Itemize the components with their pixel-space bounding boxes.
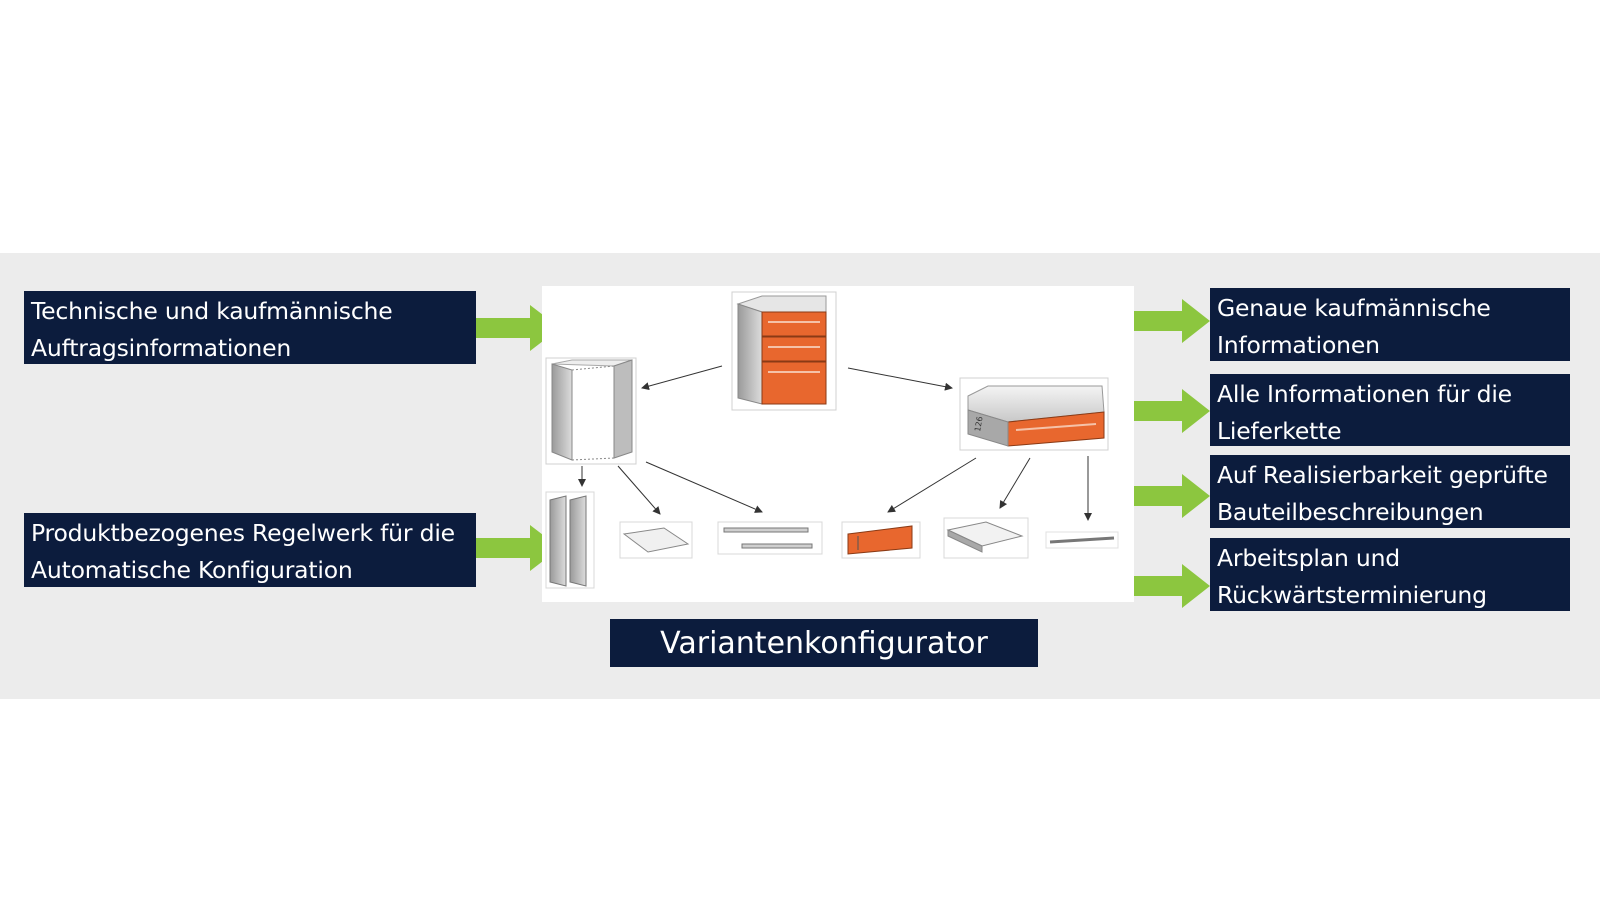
output-arrow-3 <box>1134 474 1210 518</box>
output-box-line: Genaue kaufmännische <box>1217 294 1491 322</box>
output-box-line: Auf Realisierbarkeit geprüfte <box>1217 461 1548 489</box>
output-box-supply-chain: Alle Informationen für die Lieferkette <box>1210 374 1570 446</box>
product-structure-tree: 126 <box>545 291 1119 589</box>
output-box-line: Arbeitsplan und <box>1217 544 1401 572</box>
input-box-line: Technische und kaufmännische <box>31 297 393 325</box>
output-box-line: Rückwärtsterminierung <box>1217 581 1487 609</box>
output-arrow-4 <box>1134 564 1210 608</box>
title-text: Variantenkonfigurator <box>660 626 988 661</box>
input-box-line: Auftragsinformationen <box>31 334 292 362</box>
output-arrow-1 <box>1134 299 1210 343</box>
output-box-line: Bauteilbeschreibungen <box>1217 498 1484 526</box>
drawer-bottom-image <box>943 517 1029 559</box>
configurator-illustration: 126 <box>542 286 1134 602</box>
output-box-components: Auf Realisierbarkeit geprüfte Bauteilbes… <box>1210 455 1570 528</box>
rails-image <box>717 521 823 555</box>
output-box-line: Lieferkette <box>1217 417 1342 445</box>
output-box-line: Informationen <box>1217 331 1380 359</box>
input-box-line: Produktbezogenes Regelwerk für die <box>31 519 455 547</box>
bottom-panel-image <box>619 521 693 559</box>
output-box-commercial: Genaue kaufmännische Informationen <box>1210 288 1570 361</box>
connector-arrows <box>578 365 1092 521</box>
handle-bar-image <box>1045 531 1119 549</box>
output-box-line: Alle Informationen für die <box>1217 380 1512 408</box>
input-box-rules: Produktbezogenes Regelwerk für die Autom… <box>24 513 476 587</box>
front-panel-image <box>841 521 921 559</box>
input-arrow-2 <box>476 525 560 571</box>
output-arrow-2 <box>1134 389 1210 433</box>
side-panels-image <box>545 491 595 589</box>
configurator-title: Variantenkonfigurator <box>610 619 1038 667</box>
svg-text:126: 126 <box>973 416 985 433</box>
output-box-work-plan: Arbeitsplan und Rückwärtsterminierung <box>1210 538 1570 611</box>
input-box-line: Automatische Konfiguration <box>31 556 353 584</box>
drawer-image: 126 <box>959 377 1109 451</box>
carcass-image <box>545 357 637 465</box>
input-arrow-1 <box>476 305 560 351</box>
drawer-cabinet-image <box>731 291 837 411</box>
input-box-order-info: Technische und kaufmännische Auftragsinf… <box>24 291 476 364</box>
